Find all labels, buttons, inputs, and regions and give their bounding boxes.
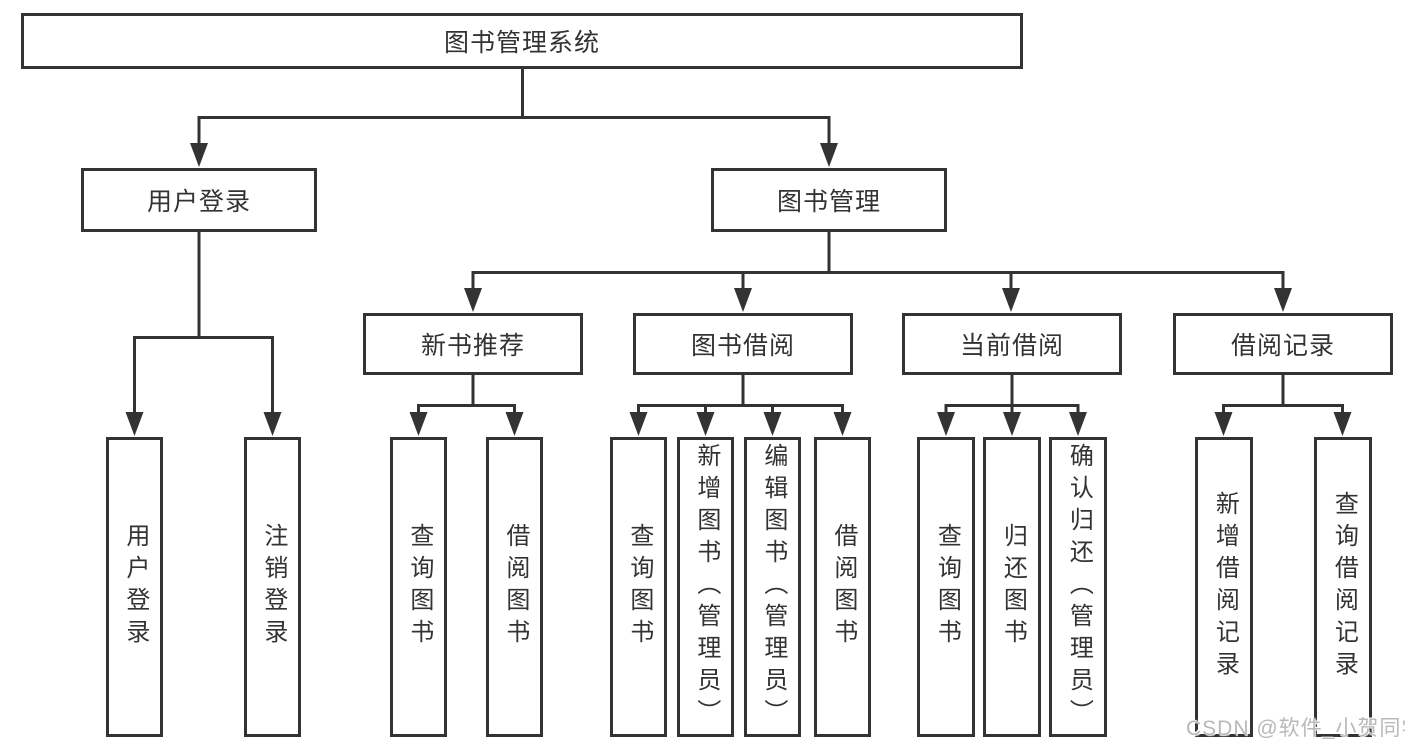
node-label: 借阅记录: [1230, 332, 1335, 360]
node-label: 用户登录: [121, 523, 149, 651]
node-label: 归还图书: [999, 523, 1027, 651]
node-label: 图书借阅: [690, 332, 795, 360]
leaf-borrowing-query-books: 查询图书: [610, 437, 667, 737]
node-user-login: 用户登录: [81, 168, 317, 232]
node-label: 当前借阅: [959, 332, 1064, 360]
leaf-recommend-borrow-books: 借阅图书: [486, 437, 543, 737]
node-label: 借阅图书: [829, 523, 857, 651]
node-label: 查询图书: [933, 523, 961, 651]
node-book-borrowing: 图书借阅: [633, 313, 853, 375]
leaf-user-login: 用户登录: [106, 437, 163, 737]
leaf-recommend-query-books: 查询图书: [390, 437, 447, 737]
node-label: 查询借阅记录: [1330, 491, 1358, 683]
node-label: 注销登录: [259, 523, 287, 651]
node-borrowing-records: 借阅记录: [1173, 313, 1393, 375]
leaf-current-query-books: 查询图书: [917, 437, 975, 737]
node-label: 查询图书: [405, 523, 433, 651]
node-label: 图书管理系统: [443, 29, 600, 57]
node-new-book-recommend: 新书推荐: [363, 313, 583, 375]
node-label: 新书推荐: [420, 332, 525, 360]
csdn-watermark: CSDN @软件_小贺同学: [1186, 717, 1405, 740]
node-current-borrowing: 当前借阅: [902, 313, 1122, 375]
leaf-borrowing-add-books-admin: 新增图书（管理员）: [677, 437, 734, 737]
node-label: 编辑图书（管理员）: [759, 443, 787, 731]
node-label: 查询图书: [625, 523, 653, 651]
leaf-borrowing-borrow-books: 借阅图书: [814, 437, 871, 737]
node-label: 借阅图书: [501, 523, 529, 651]
leaf-records-add-record: 新增借阅记录: [1195, 437, 1253, 737]
node-label: 用户登录: [146, 188, 251, 216]
connector-arrows: [125, 143, 1352, 436]
connector-strokes: [133, 69, 1344, 414]
node-label: 新增图书（管理员）: [692, 443, 720, 731]
leaf-borrowing-edit-books-admin: 编辑图书（管理员）: [744, 437, 801, 737]
node-label: 图书管理: [776, 188, 881, 216]
leaf-current-confirm-return-admin: 确认归还（管理员）: [1049, 437, 1107, 737]
node-book-management: 图书管理: [711, 168, 947, 232]
leaf-current-return-books: 归还图书: [983, 437, 1041, 737]
node-label: 确认归还（管理员）: [1065, 443, 1093, 731]
node-label: 新增借阅记录: [1211, 491, 1239, 683]
leaf-logout-login: 注销登录: [244, 437, 301, 737]
leaf-records-query-record: 查询借阅记录: [1314, 437, 1372, 737]
node-root-system: 图书管理系统: [21, 13, 1023, 69]
